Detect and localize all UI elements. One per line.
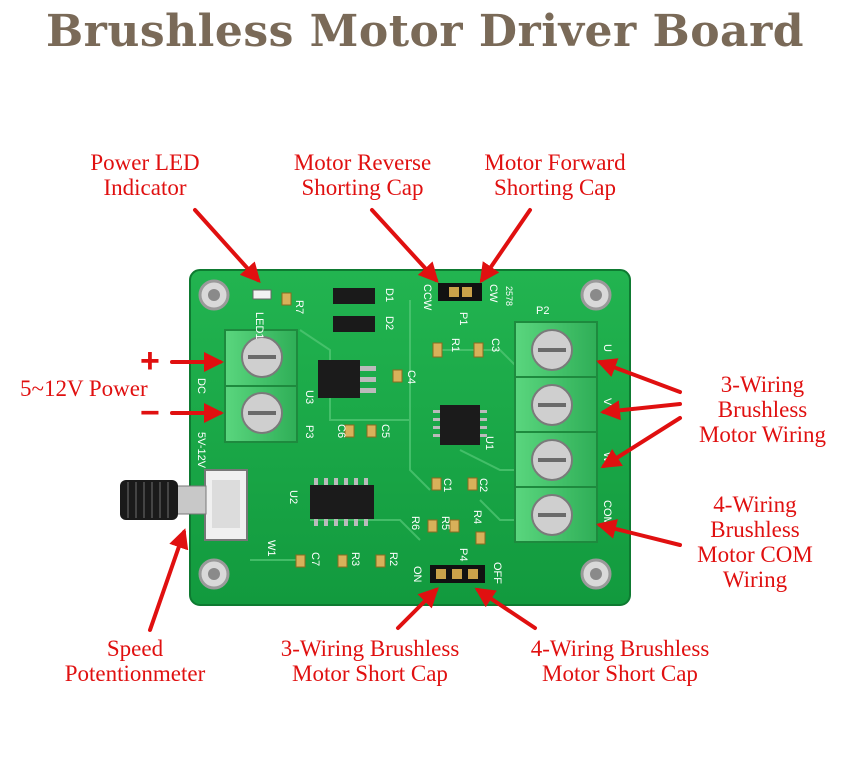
callout-power: 5~12V Power (20, 376, 180, 401)
power-led (252, 289, 272, 300)
callout-short3-line1: 3-Wiring Brushless (280, 636, 460, 661)
arrow-speed-pot (148, 528, 189, 632)
silk-c5: C5 (379, 424, 391, 438)
silk-p2: P2 (536, 305, 549, 317)
arrow-wire-u (596, 358, 682, 394)
callout-speed-pot-line1: Speed (106, 636, 164, 661)
silk-u: U (601, 344, 613, 352)
silk-r4: R4 (471, 510, 483, 524)
silk-c3: C3 (489, 338, 501, 352)
silk-c6: C6 (335, 424, 347, 438)
callout-wiring4-line2: Brushless (710, 517, 800, 542)
silk-cw: CW (487, 284, 499, 303)
callout-wiring4-line3: Motor COM (697, 542, 813, 567)
callout-speed-pot: Speed Potentionmeter (35, 636, 235, 686)
callout-wiring4-line1: 4-Wiring (713, 492, 797, 517)
plus-sign: + (140, 342, 160, 380)
minus-sign: − (140, 394, 160, 432)
silk-c7: C7 (309, 552, 321, 566)
callout-motor-reverse-line1: Motor Reverse (293, 150, 432, 175)
silk-code: 2578 (504, 286, 514, 306)
silk-u1: U1 (483, 436, 495, 450)
silk-ccw: CCW (421, 284, 433, 311)
silk-r5: R5 (439, 516, 451, 530)
callout-motor-reverse-line2: Shorting Cap (301, 175, 424, 200)
arrow-motor-forward (479, 208, 532, 284)
callout-power-led-line1: Power LED (90, 150, 200, 175)
silk-p3: P3 (303, 425, 315, 438)
page-title: Brushless Motor Driver Board (45, 6, 805, 57)
silk-led1: LED1 (253, 312, 265, 340)
callout-wiring3-line1: 3-Wiring (720, 372, 805, 397)
arrow-com (596, 519, 682, 547)
callout-power-led: Power LED Indicator (70, 150, 220, 200)
silk-c2: C2 (477, 478, 489, 492)
potentiometer (120, 469, 248, 541)
terminal-p3 (224, 329, 298, 443)
silk-d2: D2 (383, 316, 395, 330)
callout-short3-line2: Motor Short Cap (292, 661, 448, 686)
header-p4 (430, 565, 485, 583)
silk-r3: R3 (349, 552, 361, 566)
callout-motor-forward: Motor Forward Shorting Cap (460, 150, 650, 200)
chip-u2 (310, 485, 374, 519)
smd-components (281, 292, 486, 568)
silk-r7: R7 (293, 300, 305, 314)
silk-d1: D1 (383, 288, 395, 302)
mounting-holes (198, 279, 612, 590)
callout-short4-line1: 4-Wiring Brushless (530, 636, 710, 661)
callout-motor-forward-line2: Shorting Cap (493, 175, 617, 200)
silk-r1: R1 (449, 338, 461, 352)
chip-u1 (440, 405, 480, 445)
silk-on: ON (411, 566, 423, 583)
callout-wiring4-line4: Wiring (722, 567, 788, 592)
callout-wiring3-line3: Motor Wiring (698, 422, 827, 447)
callout-wiring3-line2: Brushless (717, 397, 808, 422)
silk-v: V (601, 398, 613, 406)
callout-power-led-line2: Indicator (103, 175, 187, 200)
silk-p1: P1 (457, 312, 469, 325)
header-p1 (438, 283, 482, 301)
silkscreen-labels: LED1 R7 D1 D2 CCW CW P1 2578 P2 R1 C3 C4… (195, 284, 613, 584)
diode-d1 (333, 288, 375, 304)
callout-short3: 3-Wiring Brushless Motor Short Cap (250, 636, 490, 686)
arrow-wire-v (600, 400, 682, 421)
callout-motor-forward-line1: Motor Forward (484, 150, 626, 175)
arrow-power-led (193, 208, 261, 283)
arrow-short3 (396, 587, 439, 630)
silk-c4: C4 (405, 370, 417, 384)
callout-wiring3: 3-Wiring Brushless Motor Wiring (680, 372, 845, 447)
callout-power-line1: 5~12V Power (20, 376, 148, 401)
terminal-p2 (514, 321, 598, 543)
callout-speed-pot-line2: Potentionmeter (64, 661, 206, 686)
silk-volt: 5V-12V (195, 432, 207, 469)
arrow-short4 (474, 587, 537, 630)
silk-dc: DC (195, 378, 207, 394)
silk-r2: R2 (387, 552, 399, 566)
silk-u2: U2 (287, 490, 299, 504)
regulator-u3 (318, 360, 360, 398)
arrow-wire-w (600, 416, 682, 469)
callout-wiring4: 4-Wiring Brushless Motor COM Wiring (680, 492, 830, 592)
silk-p4: P4 (457, 548, 469, 561)
callout-short4: 4-Wiring Brushless Motor Short Cap (500, 636, 740, 686)
arrow-motor-reverse (370, 208, 439, 283)
silk-u3: U3 (303, 390, 315, 404)
silk-off: OFF (491, 562, 503, 584)
silk-com: COM (601, 500, 613, 526)
callout-motor-reverse: Motor Reverse Shorting Cap (270, 150, 455, 200)
callout-short4-line2: Motor Short Cap (542, 661, 698, 686)
silk-r6: R6 (409, 516, 421, 530)
callout-arrows (148, 208, 682, 632)
silk-c1: C1 (441, 478, 453, 492)
diode-d2 (333, 316, 375, 332)
silk-w1: W1 (265, 540, 277, 557)
